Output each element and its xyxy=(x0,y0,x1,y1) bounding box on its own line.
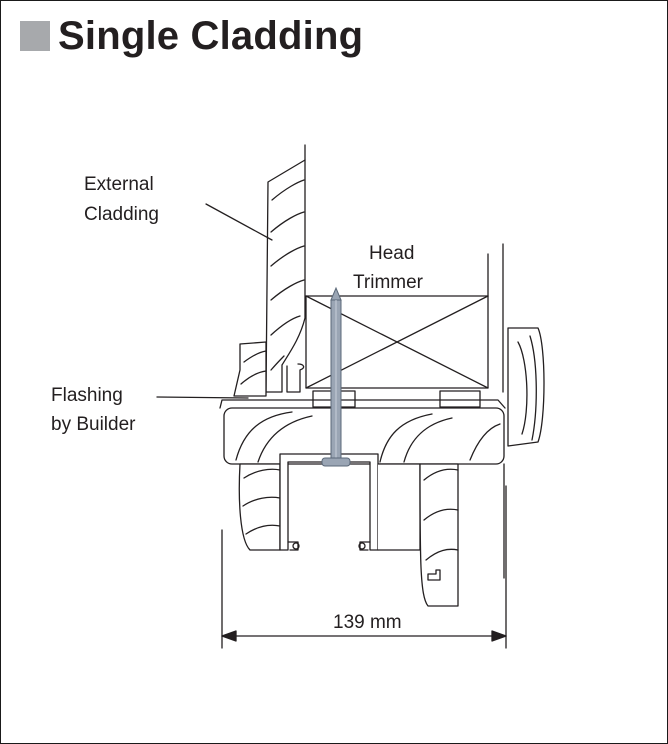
title-row: Single Cladding xyxy=(20,14,363,58)
label-head-trimmer-line2: Trimmer xyxy=(353,272,424,293)
label-flashing-line1: Flashing xyxy=(51,385,123,406)
head-jamb xyxy=(223,407,505,465)
aluminium-head-channel xyxy=(279,453,379,551)
flashing-wedge xyxy=(233,341,305,397)
leader-flashing xyxy=(156,396,249,399)
interior-architrave xyxy=(507,327,545,447)
leader-external-cladding xyxy=(205,203,273,241)
label-external-cladding-line2: Cladding xyxy=(84,204,159,225)
label-external-cladding-line1: External xyxy=(84,174,154,195)
external-cladding-board xyxy=(265,159,306,393)
title-square-icon xyxy=(20,21,50,51)
fixing-bolt xyxy=(321,286,351,467)
label-flashing-line2: by Builder xyxy=(51,414,136,435)
dimension-line xyxy=(221,630,507,642)
packer-right xyxy=(439,390,481,408)
lower-jamb-right xyxy=(419,463,459,607)
middle-channel-wall xyxy=(377,463,421,551)
page-title: Single Cladding xyxy=(58,14,364,58)
lower-jamb-left xyxy=(238,463,281,551)
flashing-line xyxy=(219,399,506,409)
label-head-trimmer-line1: Head xyxy=(369,243,414,264)
dimension-label: 139 mm xyxy=(333,612,402,633)
